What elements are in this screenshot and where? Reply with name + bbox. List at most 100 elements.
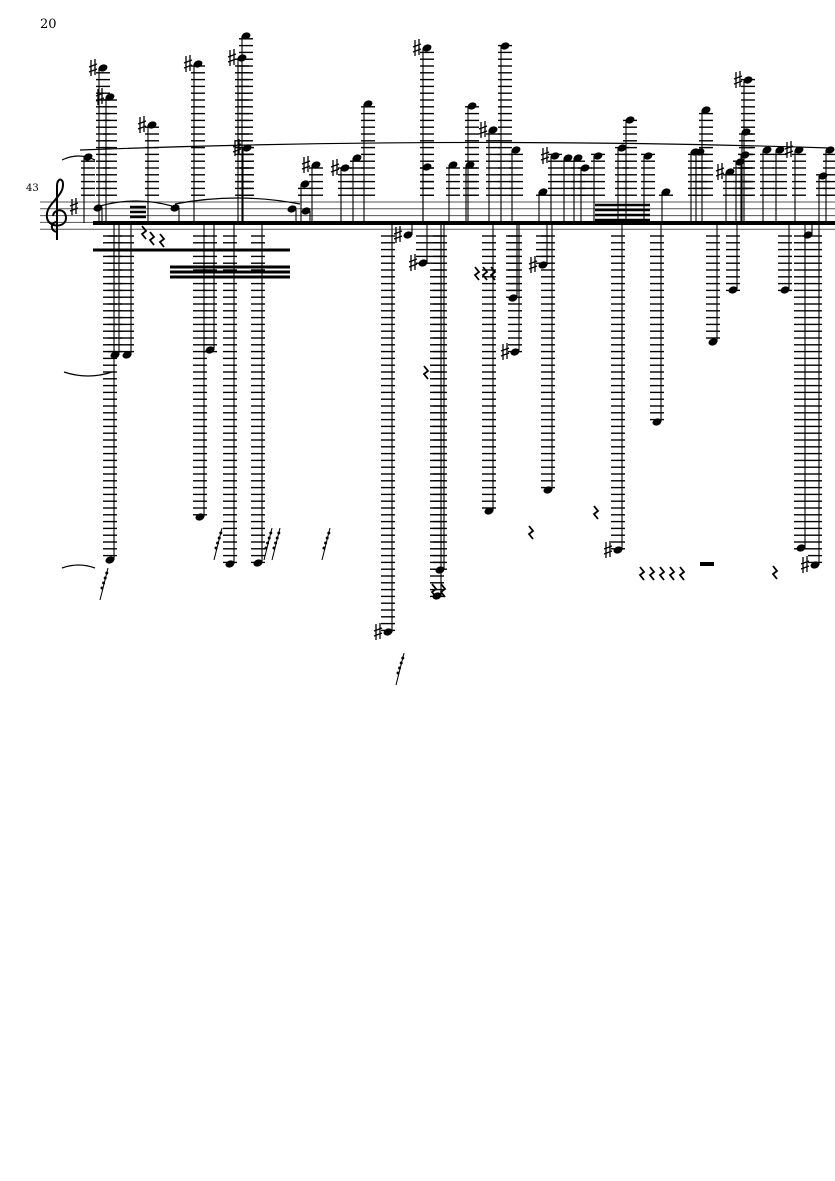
sharp-icon	[500, 343, 510, 360]
notehead	[538, 188, 548, 196]
notehead	[573, 154, 583, 162]
grace-dot	[325, 536, 329, 540]
notehead	[195, 513, 205, 521]
notehead	[796, 544, 806, 552]
notehead	[311, 161, 321, 169]
rests	[99, 225, 779, 686]
grace-dot	[277, 531, 281, 535]
notehead	[762, 146, 772, 154]
sharp-icon	[88, 59, 98, 76]
sharp-icon	[412, 39, 422, 56]
notehead	[147, 121, 157, 129]
sharp-icon	[301, 156, 311, 173]
notehead	[803, 231, 813, 239]
notehead	[593, 152, 603, 160]
notehead	[225, 560, 235, 568]
notehead	[484, 507, 494, 515]
notehead	[780, 286, 790, 294]
notehead	[617, 144, 627, 152]
notehead	[287, 205, 297, 213]
notehead	[775, 146, 785, 154]
notehead	[363, 100, 373, 108]
rest-icon	[422, 365, 430, 380]
notehead	[193, 60, 203, 68]
notehead	[110, 351, 120, 359]
sharp-icon	[183, 55, 193, 72]
rest-icon	[481, 266, 489, 281]
notehead	[422, 163, 432, 171]
notehead	[563, 154, 573, 162]
grace-dot	[217, 536, 221, 540]
notes	[81, 32, 835, 640]
notehead	[825, 146, 835, 154]
rest-icon	[489, 266, 497, 281]
notehead	[735, 158, 745, 166]
notehead	[422, 44, 432, 52]
notehead	[643, 152, 653, 160]
grace-dot	[214, 546, 218, 550]
slur	[63, 371, 113, 377]
grace-dot	[274, 541, 278, 545]
sharp-icon	[373, 623, 383, 640]
grace-dot	[398, 666, 402, 670]
grace-dot	[264, 546, 268, 550]
notehead	[241, 32, 251, 40]
grace-dot	[103, 576, 107, 580]
notehead	[708, 338, 718, 346]
rest-icon	[430, 583, 438, 598]
notehead	[253, 559, 263, 567]
rest-icon	[158, 233, 166, 248]
notehead	[105, 93, 115, 101]
sharp-icon	[393, 226, 403, 243]
sharp-icon	[528, 256, 538, 273]
rest-icon	[771, 565, 779, 580]
notehead	[205, 346, 215, 354]
slur	[79, 141, 831, 151]
sharp-icon	[784, 141, 794, 158]
notehead	[728, 286, 738, 294]
notehead	[122, 351, 132, 359]
grace-dot	[105, 571, 109, 575]
notehead	[383, 628, 393, 636]
notehead	[695, 148, 705, 156]
half-rest-icon	[700, 562, 714, 566]
grace-dot	[102, 581, 106, 585]
grace-dot	[401, 656, 405, 660]
notehead	[500, 42, 510, 50]
notehead	[352, 154, 362, 162]
rest-icon	[648, 566, 656, 581]
notehead	[403, 231, 413, 239]
sharp-icon	[603, 541, 613, 558]
staff-lines	[40, 201, 835, 230]
notehead	[435, 566, 445, 574]
notehead	[613, 546, 623, 554]
notehead	[418, 259, 428, 267]
notehead	[810, 561, 820, 569]
sharp-icon	[540, 147, 550, 164]
sharp-icon	[69, 198, 79, 215]
grace-dot	[100, 586, 104, 590]
sharp-icon	[715, 163, 725, 180]
notehead	[538, 261, 548, 269]
sharp-icon	[733, 71, 743, 88]
notehead	[508, 294, 518, 302]
sharp-icon	[330, 159, 340, 176]
notehead	[794, 146, 804, 154]
rest-icon	[638, 566, 646, 581]
notehead	[301, 207, 311, 215]
rest-icon	[678, 566, 686, 581]
sharp-icon	[478, 121, 488, 138]
notehead	[93, 204, 103, 212]
grace-dot	[396, 671, 400, 675]
sharp-icon	[800, 556, 810, 573]
notehead	[467, 102, 477, 110]
grace-dot	[269, 531, 273, 535]
notehead	[448, 161, 458, 169]
rest-icon	[473, 266, 481, 281]
notehead	[652, 418, 662, 426]
notehead	[83, 153, 93, 161]
grace-dot	[272, 546, 276, 550]
treble-clef-icon	[45, 178, 68, 240]
grace-dot	[322, 546, 326, 550]
grace-dot	[216, 541, 220, 545]
